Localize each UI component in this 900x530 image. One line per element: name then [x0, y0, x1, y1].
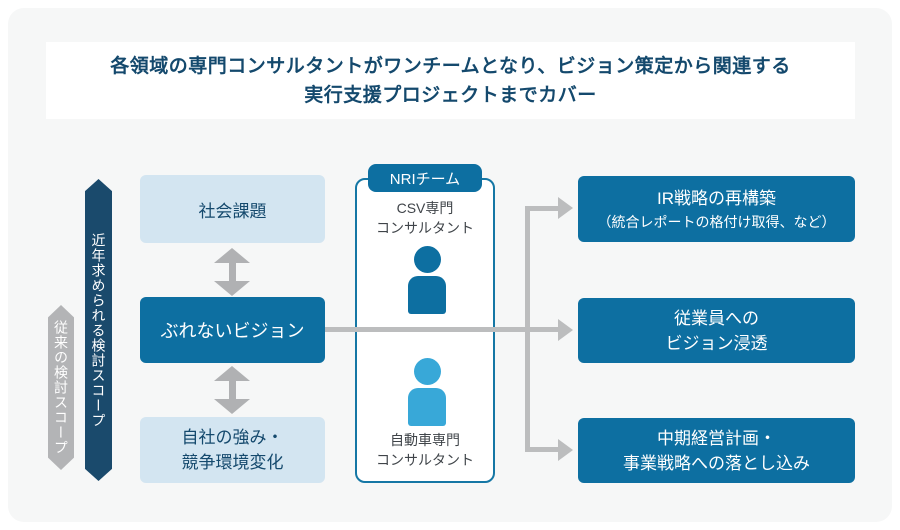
- outcome-box-employee-vision: 従業員への ビジョン浸透: [578, 298, 855, 363]
- arrow-down-tip: [214, 281, 250, 296]
- member2-label: 自動車専門 コンサルタント: [357, 430, 493, 470]
- arrow-up-tip: [214, 366, 250, 381]
- flow-box-company-strengths-line2: 競争環境変化: [181, 453, 284, 472]
- outcome-employee-line2: ビジョン浸透: [665, 333, 768, 353]
- member2-label-line2: コンサルタント: [376, 452, 474, 468]
- member1-label-line1: CSV専門: [396, 200, 454, 216]
- nri-team-tag: NRIチーム: [368, 164, 482, 192]
- person-head: [413, 358, 441, 385]
- arrowhead-icon-middle: [558, 319, 573, 341]
- arrow-stem: [228, 381, 236, 399]
- flow-box-vision-label: ぶれないビジョン: [160, 321, 305, 341]
- flow-box-company-strengths: 自社の強み・ 競争環境変化: [140, 417, 325, 483]
- outcome-ir-line1: IR戦略の再構築: [657, 188, 776, 208]
- member1-label-line2: コンサルタント: [376, 220, 474, 236]
- connector-line-vertical: [525, 206, 530, 452]
- connector-line-main: [325, 327, 558, 332]
- connector-line-top-branch: [525, 206, 558, 211]
- outcome-ir-line2: （統合レポートの格付け取得、など）: [597, 213, 836, 230]
- scope-ribbon-conventional: 従来の検討スコープ: [48, 305, 74, 470]
- person-icon-automotive-consultant: [407, 358, 447, 426]
- flow-box-social-issues: 社会課題: [140, 175, 325, 243]
- member1-label: CSV専門 コンサルタント: [357, 198, 493, 238]
- outcome-box-ir-strategy: IR戦略の再構築 （統合レポートの格付け取得、など）: [578, 176, 855, 242]
- diagram-title-line2: 実行支援プロジェクトまでカバー: [304, 84, 597, 106]
- arrow-down-tip: [214, 399, 250, 414]
- scope-ribbon-recent: 近年求められる検討スコープ: [85, 179, 112, 481]
- arrow-stem: [228, 263, 236, 281]
- double-arrow-icon-bottom: [214, 366, 250, 414]
- outcome-employee-line1: 従業員への: [674, 308, 759, 328]
- connector-line-bottom-branch: [525, 447, 558, 452]
- member2-label-line1: 自動車専門: [390, 432, 460, 448]
- person-body: [408, 388, 446, 426]
- arrow-up-tip: [214, 248, 250, 263]
- person-body: [408, 276, 446, 314]
- person-head: [413, 246, 441, 273]
- outcome-midterm-line1: 中期経営計画・: [657, 428, 776, 448]
- person-icon-csv-consultant: [407, 246, 447, 314]
- scope-ribbon-recent-label: 近年求められる検討スコープ: [90, 232, 107, 428]
- diagram-title: 各領域の専門コンサルタントがワンチームとなり、ビジョン策定から関連する 実行支援…: [46, 42, 855, 119]
- scope-ribbon-conventional-label: 従来の検討スコープ: [53, 320, 69, 455]
- outcome-box-midterm-plan: 中期経営計画・ 事業戦略への落とし込み: [578, 418, 855, 483]
- flow-box-company-strengths-line1: 自社の強み・: [181, 428, 284, 447]
- outcome-midterm-line2: 事業戦略への落とし込み: [623, 453, 810, 473]
- flow-box-social-issues-label: 社会課題: [198, 201, 267, 221]
- flow-box-vision: ぶれないビジョン: [140, 297, 325, 363]
- double-arrow-icon-top: [214, 248, 250, 296]
- diagram-title-line1: 各領域の専門コンサルタントがワンチームとなり、ビジョン策定から関連する: [110, 55, 791, 77]
- nri-team-tag-label: NRIチーム: [389, 170, 461, 188]
- arrowhead-icon-top: [558, 197, 573, 219]
- arrowhead-icon-bottom: [558, 439, 573, 461]
